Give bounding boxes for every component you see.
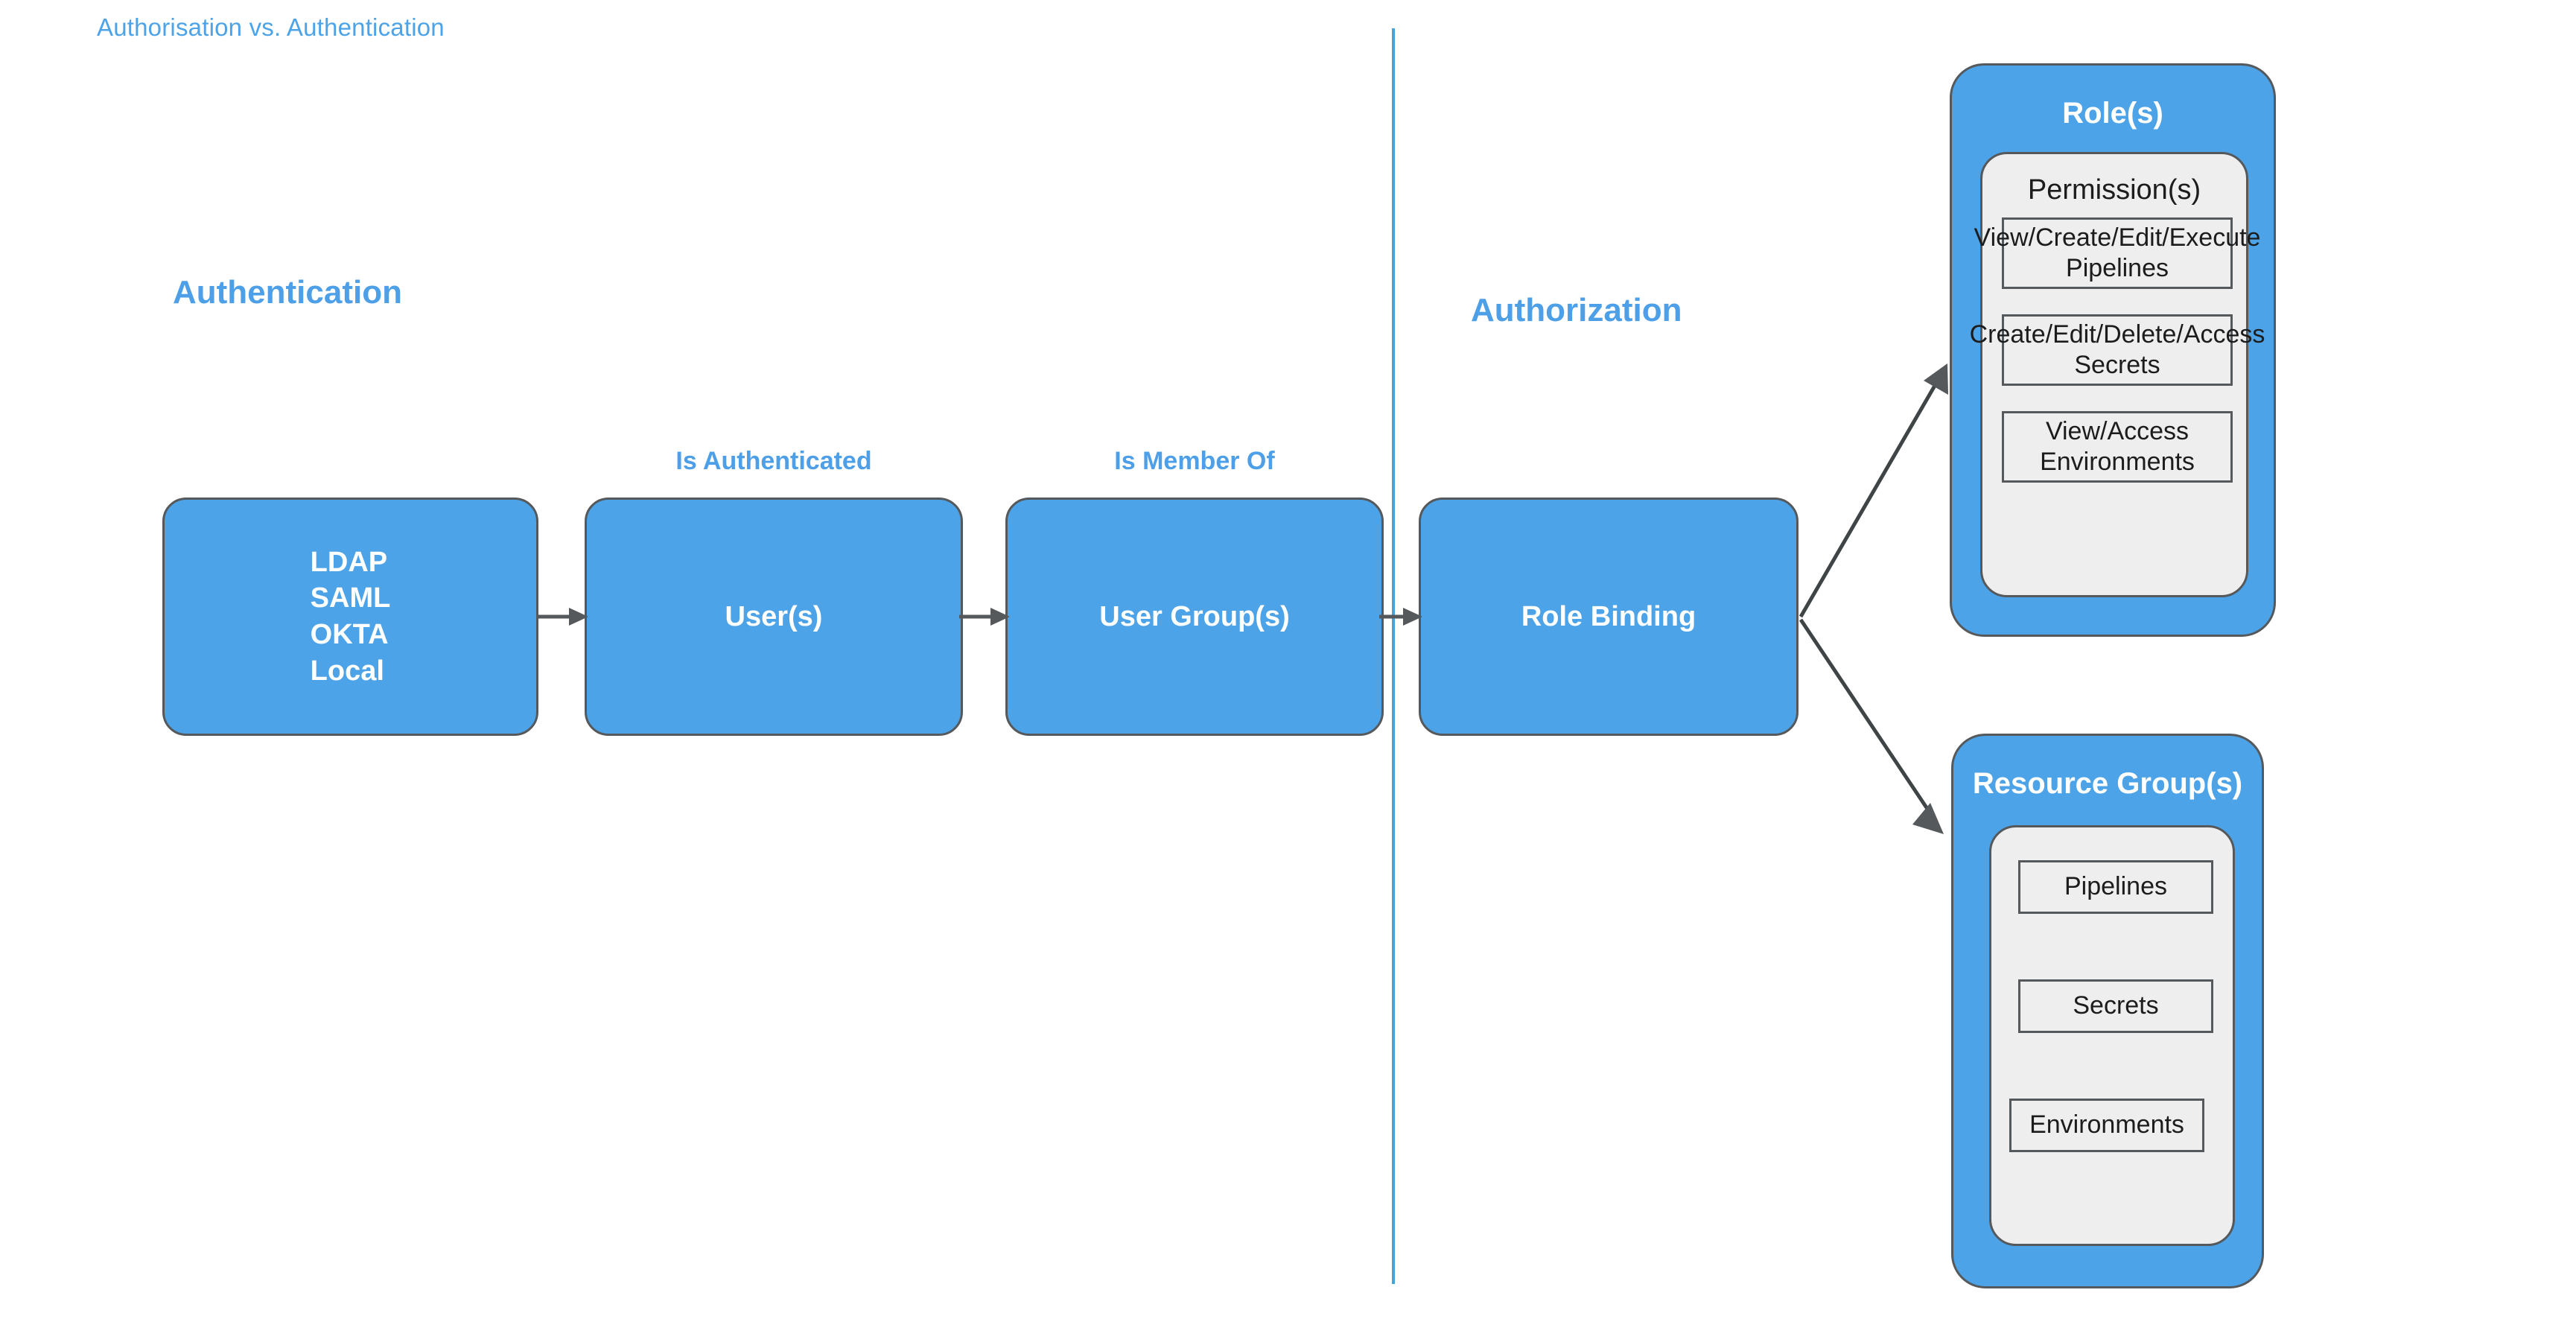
arrow-users-to-user-groups: [959, 608, 1010, 626]
permission-item-secrets[interactable]: Create/Edit/Delete/Access Secrets: [1970, 314, 2265, 386]
node-user-groups-label: User Group(s): [1099, 600, 1290, 632]
section-divider: [1392, 28, 1395, 1284]
node-role-binding[interactable]: Role Binding: [1419, 498, 1799, 736]
arrows-role-binding-branch: [1799, 363, 1948, 834]
card-resource-groups-title: Resource Group(s): [1972, 767, 2243, 800]
section-heading-authorization: Authorization: [1471, 292, 1682, 328]
identity-provider-saml: SAML: [310, 582, 391, 614]
page-title: Authorisation vs. Authentication: [97, 13, 445, 41]
node-user-groups[interactable]: User Group(s): [1005, 498, 1384, 736]
card-roles[interactable]: Role(s) Permission(s) View/Create/Edit/E…: [1950, 63, 2276, 637]
permission-item-environments[interactable]: View/Access Environments: [2002, 411, 2233, 483]
identity-provider-ldap: LDAP: [310, 546, 388, 578]
arrow-providers-to-users: [536, 608, 588, 626]
arrow-role-binding-to-roles: [1799, 363, 1948, 618]
panel-permissions: Permission(s) View/Create/Edit/Execute P…: [1970, 152, 2265, 597]
arrow-role-binding-to-resource-groups: [1799, 618, 1944, 834]
section-heading-authentication: Authentication: [173, 274, 402, 311]
edge-label-is-member-of: Is Member Of: [1114, 447, 1275, 475]
identity-provider-okta: OKTA: [310, 619, 389, 650]
node-role-binding-label: Role Binding: [1521, 600, 1696, 632]
permission-item-pipelines[interactable]: View/Create/Edit/Execute Pipelines: [1974, 217, 2260, 289]
node-users-label: User(s): [725, 600, 823, 632]
resource-item-secrets[interactable]: Secrets: [2018, 979, 2213, 1033]
node-users[interactable]: User(s): [585, 498, 963, 736]
panel-resources: Pipelines Secrets Environments: [1989, 825, 2235, 1246]
identity-provider-local: Local: [310, 655, 384, 687]
card-resource-groups[interactable]: Resource Group(s) Pipelines Secrets Envi…: [1951, 734, 2264, 1288]
resource-item-pipelines[interactable]: Pipelines: [2018, 860, 2213, 914]
node-identity-providers[interactable]: LDAP SAML OKTA Local: [162, 498, 538, 736]
resource-item-environments[interactable]: Environments: [2009, 1099, 2204, 1152]
panel-permissions-heading: Permission(s): [2027, 174, 2201, 206]
edge-label-is-authenticated: Is Authenticated: [675, 447, 872, 475]
identity-provider-list: LDAP SAML OKTA Local: [311, 544, 391, 690]
arrow-user-groups-to-role-binding: [1379, 608, 1422, 626]
card-roles-title: Role(s): [2062, 97, 2163, 130]
